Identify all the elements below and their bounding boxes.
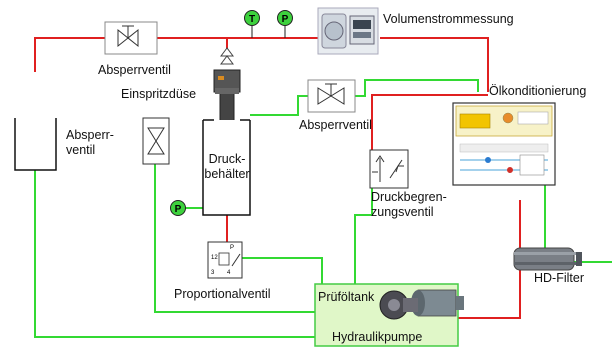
behaelter-to-absperrventil-line [250,95,308,116]
tank-to-oelkonditionierung-line [458,200,521,319]
label-absperrventil-mid: Absperrventil [299,118,372,132]
prop-valve-num-3: 3 [211,270,215,276]
volumenstrommessung-device [317,7,379,55]
hd-filter-device [513,247,582,271]
druckbegrenzungsventil-symbol [369,149,409,189]
sensor-t-label: T [249,14,255,25]
label-absperrventil-left: Absperr- ventil [66,128,114,158]
top-right-pressure-line [380,37,489,92]
prop-valve-num-4: 4 [227,270,231,276]
label-absperrventil-left-line-2: ventil [66,143,96,157]
label-hd-filter: HD-Filter [534,271,584,285]
label-hydraulikpumpe: Hydraulikpumpe [332,330,423,344]
label-absperrventil-top: Absperrventil [98,63,171,77]
left-return-line [34,170,315,338]
prop-valve-num-12: 12 [211,255,218,261]
label-einspritzduese: Einspritzdüse [121,87,197,101]
pressure-sensor-left: P [170,200,186,216]
sensor-p-left-label: P [175,204,182,215]
absperrventil-left-valve [142,117,170,165]
auffangbehaelter [14,118,57,171]
pressure-lines [34,37,521,319]
druckbegrenzung-red-line [371,94,488,150]
pressure-sensor-top: P [277,10,293,38]
oelkonditionierung-unit [452,102,556,186]
label-druckbegrenzungsventil: Druckbegren- zungsventil [371,190,447,220]
prop-valve-num-p: P [230,245,234,251]
label-absperrventil-left-line-1: Absperr- [66,128,114,142]
top-pressure-line [34,37,320,72]
label-pruefoeltank: Prüföltank [318,290,375,304]
label-volumenstrommessung: Volumenstrommessung [383,12,514,26]
sensor-p-top-label: P [282,14,289,25]
valve-left-return-line [154,118,315,313]
label-druckbegrenzungsventil-line-2: zungsventil [371,205,434,219]
absperrventil-to-oel-line [355,79,479,97]
label-druckbehaelter-line-2: behälter [204,167,250,181]
proportional-green-line [242,257,323,290]
label-druckbegrenzungsventil-line-1: Druckbegren- [371,190,447,204]
label-oelkonditionierung: Ölkonditionierung [489,84,587,98]
hydraulikpumpe-device [379,289,464,320]
temperature-sensor: T [244,10,260,38]
absperrventil-mid-valve [307,79,356,113]
label-druckbehaelter: Druck- behälter [201,152,253,182]
proportionalventil-symbol: 12 P 3 4 [207,241,243,279]
absperrventil-top [104,21,158,55]
label-druckbehaelter-line-1: Druck- [208,152,246,166]
druckbehaelter [202,119,251,216]
label-proportionalventil: Proportionalventil [174,287,271,301]
